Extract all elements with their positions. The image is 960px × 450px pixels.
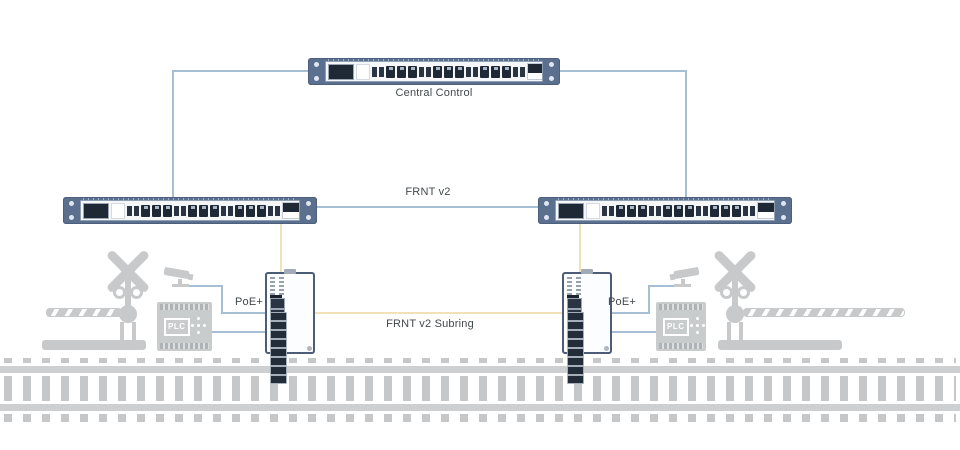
ground-screw: [307, 346, 312, 351]
rail-bottom: [0, 401, 960, 414]
switch-port-panel: [555, 200, 775, 221]
camera-lens: [187, 273, 194, 281]
poe-left-label: PoE+: [234, 296, 263, 308]
plc-left: PLC: [157, 302, 212, 351]
din-rail-clip: [284, 269, 296, 274]
frnt-v2-subring-label: FRNT v2 Subring: [386, 318, 474, 330]
crossing-gate-right-icon: [680, 249, 910, 352]
gate-base: [42, 340, 146, 350]
frnt-v2-subring-line: [310, 312, 562, 314]
poe-right-label: PoE+: [608, 296, 637, 308]
gate-barrier-arm: [743, 308, 905, 317]
signal-light-icon: [737, 286, 750, 299]
camera-body: [163, 266, 190, 280]
railroad-track: [0, 358, 960, 422]
terminal-strip: [160, 343, 209, 349]
camera-arm: [674, 284, 691, 287]
rack-mount-ear: [63, 197, 80, 224]
signal-light-icon: [113, 286, 126, 299]
camera-left-link: [221, 312, 266, 314]
terminal-strip: [659, 343, 703, 349]
camera-left-link: [188, 285, 223, 287]
subring-line-left-drop: [280, 222, 282, 274]
post-leg: [727, 322, 731, 342]
plc-label: PLC: [164, 318, 190, 336]
led-and-power-block: [270, 277, 310, 313]
frnt-v2-ring-line: [316, 206, 539, 208]
camera-left-link: [221, 285, 223, 314]
camera-body: [673, 266, 700, 280]
poe-switch-left: [265, 269, 315, 384]
rail-top: [0, 363, 960, 376]
gate-barrier-arm: [46, 308, 122, 317]
switch-port-panel: [80, 200, 300, 221]
ring-line-central-to-left: [172, 70, 310, 72]
central-control-label: Central Control: [395, 87, 473, 99]
gate-base: [718, 340, 842, 350]
subring-line-right-drop: [579, 222, 581, 274]
rj45-port-grid: [270, 312, 306, 384]
frnt-v2-label: FRNT v2: [405, 186, 451, 198]
camera-arm: [172, 284, 189, 287]
ring-line-central-to-right: [685, 70, 687, 198]
signal-post: [732, 278, 738, 312]
plc-right-link: [606, 331, 658, 333]
led-and-power-block: [567, 277, 607, 313]
poe-switch-right: [562, 269, 612, 384]
camera-lens: [669, 273, 676, 281]
plc-right: PLC: [656, 302, 706, 351]
ground-screw: [604, 346, 609, 351]
ring-switch-right: [538, 197, 792, 224]
camera-right-link: [648, 285, 676, 287]
ring-line-central-to-right: [559, 70, 687, 72]
plc-status-leds: [191, 317, 207, 335]
camera-mount: [178, 279, 182, 285]
plc-label: PLC: [663, 318, 689, 336]
rack-mount-ear: [543, 58, 560, 85]
camera-right-link: [606, 312, 650, 314]
signal-light-icon: [130, 286, 143, 299]
ring-switch-left: [63, 197, 317, 224]
signal-light-icon: [720, 286, 733, 299]
post-leg: [132, 322, 136, 342]
terminal-strip: [160, 304, 209, 310]
signal-post: [125, 278, 131, 312]
post-leg: [120, 322, 124, 342]
ring-line-central-to-left: [172, 70, 174, 198]
central-switch: [308, 58, 560, 85]
rj45-port-grid: [567, 312, 603, 384]
din-rail-clip: [581, 269, 593, 274]
gate-pivot: [726, 305, 744, 323]
rack-mount-ear: [775, 197, 792, 224]
switch-port-panel: [325, 61, 543, 82]
post-leg: [739, 322, 743, 342]
gate-pivot: [119, 305, 137, 323]
plc-left-link: [210, 331, 266, 333]
rack-mount-ear: [538, 197, 555, 224]
camera-right-icon: [666, 266, 700, 290]
crossing-gate-left-icon: [40, 249, 151, 352]
camera-left-icon: [163, 266, 197, 290]
rack-mount-ear: [300, 197, 317, 224]
camera-right-link: [648, 285, 650, 314]
rack-mount-ear: [308, 58, 325, 85]
terminal-strip: [659, 304, 703, 310]
plc-status-leds: [690, 317, 706, 335]
